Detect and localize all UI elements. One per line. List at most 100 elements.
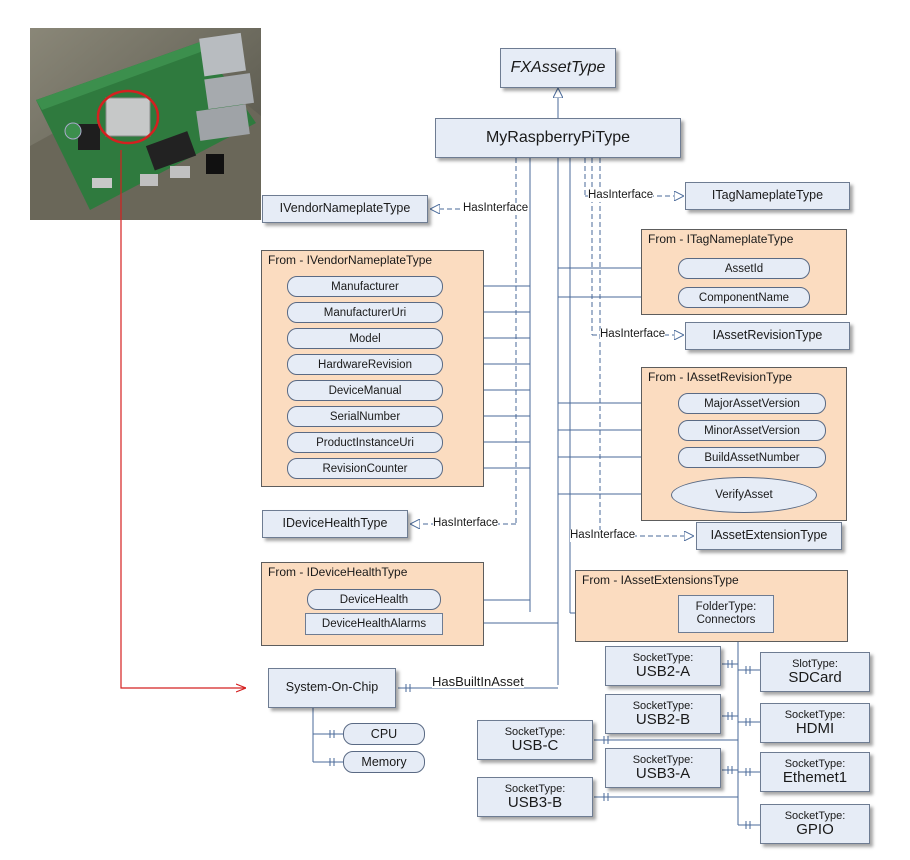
method-verify-asset: VerifyAsset [671,477,817,513]
main-type-label: MyRaspberryPiType [485,129,631,147]
pill-build-asset-number: BuildAssetNumber [678,447,826,468]
pill-label: CPU [370,727,398,741]
pill-minor-asset-version: MinorAssetVersion [678,420,826,441]
iasset-revision-node: IAssetRevisionType [685,322,850,350]
pill-label: BuildAssetNumber [704,451,800,464]
has-built-in-asset-label: HasBuiltInAsset [432,674,524,689]
pill-label: DeviceHealth [339,593,409,606]
socket-name: USB2-A [635,662,691,680]
pill-label: ProductInstanceUri [316,436,414,449]
pill-cpu: CPU [343,723,425,745]
socket-usb3-b: SocketType:USB3-B [477,777,593,817]
pill-label: ManufacturerUri [323,306,407,319]
socket-ethernet: SocketType:Ethemet1 [760,752,870,792]
socket-type-label: SocketType: [504,725,566,738]
has-interface-label-tag: HasInterface [588,189,654,202]
group-health-title: From - IDeviceHealthType [268,565,408,579]
pill-major-asset-version: MajorAssetVersion [678,393,826,414]
socket-name: USB3-A [635,764,691,782]
my-raspberry-pi-type-node: MyRaspberryPiType [435,118,681,158]
socket-usb2-a: SocketType:USB2-A [605,646,721,686]
folder-name-label: Connectors [696,614,756,626]
idevice-health-node: IDeviceHealthType [262,510,408,538]
group-tag-nameplate: From - ITagNameplateType AssetId Compone… [641,229,847,315]
socket-name: HDMI [795,719,835,737]
pill-component-name: ComponentName [678,287,810,308]
socket-hdmi: SocketType:HDMI [760,703,870,743]
fx-asset-type-label: FXAssetType [510,59,606,77]
pill-model: Model [287,328,443,349]
group-extensions-title: From - IAssetExtensionsType [582,573,739,587]
socket-type-label: SocketType: [784,809,846,822]
pill-revision-counter: RevisionCounter [287,458,443,479]
pill-hardware-revision: HardwareRevision [287,354,443,375]
idevice-health-label: IDeviceHealthType [282,516,388,531]
node-label: DeviceHealthAlarms [321,617,427,630]
pill-manufacturer-uri: ManufacturerUri [287,302,443,323]
pill-label: RevisionCounter [322,462,408,475]
socket-type-label: SocketType: [632,753,694,766]
socket-type-label: SocketType: [632,699,694,712]
socket-type-label: SocketType: [784,708,846,721]
folder-type-label: FolderType: [695,601,757,614]
group-asset-extensions: From - IAssetExtensionsType FolderType: … [575,570,848,642]
itag-nameplate-node: ITagNameplateType [685,182,850,210]
pill-serial-number: SerialNumber [287,406,443,427]
iasset-extension-label: IAssetExtensionType [710,528,828,543]
socket-name: USB3-B [507,793,563,811]
group-revision-title: From - IAssetRevisionType [648,370,793,384]
pill-manufacturer: Manufacturer [287,276,443,297]
fx-asset-type-node: FXAssetType [500,48,616,88]
slot-sdcard: SlotType:SDCard [760,652,870,692]
group-vendor-nameplate: From - IVendorNameplateType Manufacturer… [261,250,484,487]
pill-product-instance-uri: ProductInstanceUri [287,432,443,453]
pill-device-health: DeviceHealth [307,589,441,610]
pill-device-manual: DeviceManual [287,380,443,401]
socket-usb-c: SocketType:USB-C [477,720,593,760]
socket-usb2-b: SocketType:USB2-B [605,694,721,734]
group-asset-revision: From - IAssetRevisionType MajorAssetVers… [641,367,847,521]
itag-nameplate-label: ITagNameplateType [711,188,824,203]
raspberry-pi-board-image [30,28,261,220]
system-on-chip-node: System-On-Chip [268,668,396,708]
slot-type-label: SlotType: [792,657,838,670]
socket-type-label: SocketType: [504,782,566,795]
system-on-chip-label: System-On-Chip [285,680,379,695]
device-health-alarms-node: DeviceHealthAlarms [305,613,443,635]
group-vendor-title: From - IVendorNameplateType [268,253,433,267]
iasset-extension-node: IAssetExtensionType [696,522,842,550]
pill-memory: Memory [343,751,425,773]
socket-type-label: SocketType: [784,757,846,770]
pill-asset-id: AssetId [678,258,810,279]
pill-label: MajorAssetVersion [704,397,800,410]
pill-label: ComponentName [698,291,790,304]
raspberry-pi-photo [30,28,261,220]
socket-type-label: SocketType: [632,651,694,664]
group-device-health: From - IDeviceHealthType DeviceHealth De… [261,562,484,646]
socket-name: USB-C [511,736,559,754]
socket-name: GPIO [796,820,834,838]
group-tag-title: From - ITagNameplateType [648,232,794,246]
pill-label: SerialNumber [329,410,401,423]
socket-name: USB2-B [635,710,691,728]
pill-label: Manufacturer [331,280,399,293]
pill-label: HardwareRevision [318,358,412,371]
has-interface-label-extension: HasInterface [570,529,636,542]
has-interface-label-revision: HasInterface [600,328,666,341]
pill-label: AssetId [724,262,764,275]
slot-name: SDCard [788,668,842,686]
folder-connectors-node: FolderType: Connectors [678,595,774,633]
ivendor-nameplate-node: IVendorNameplateType [262,195,428,223]
method-label: VerifyAsset [715,489,773,501]
socket-gpio: SocketType:GPIO [760,804,870,844]
pill-label: DeviceManual [328,384,402,397]
pill-label: Memory [361,755,407,769]
pill-label: MinorAssetVersion [704,424,800,437]
iasset-revision-label: IAssetRevisionType [712,328,823,343]
ivendor-nameplate-label: IVendorNameplateType [279,201,411,216]
has-interface-label-health: HasInterface [433,517,499,530]
photo-pointer-arrow [120,150,246,688]
socket-name: Ethemet1 [782,768,848,786]
socket-usb3-a: SocketType:USB3-A [605,748,721,788]
